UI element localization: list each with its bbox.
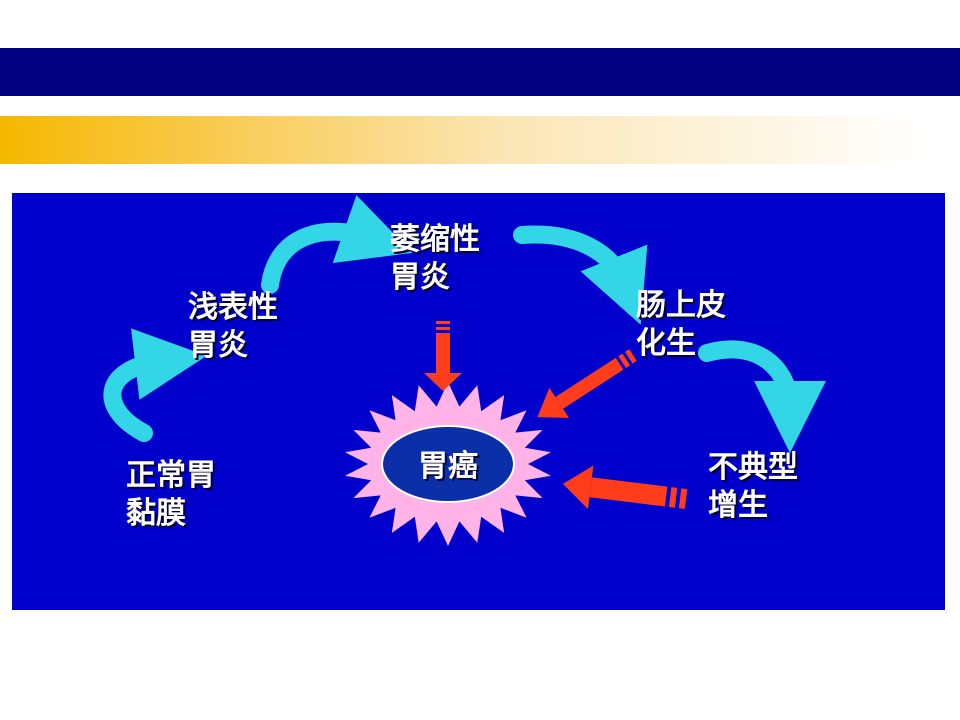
- stage-atrophic-line2: 胃炎: [390, 260, 450, 295]
- arrow-atrophic-to-cancer: [424, 321, 462, 391]
- stage-dysplasia-line1: 不典型: [708, 450, 798, 485]
- arrow-atrophic-to-metaplasia: [513, 225, 648, 325]
- stage-atypical-hyperplasia: 不典型 增生: [708, 449, 798, 525]
- stage-metaplasia-line1: 肠上皮: [636, 288, 726, 323]
- gastric-cancer-label: 胃癌: [418, 449, 478, 484]
- stage-normal-mucosa: 正常胃 黏膜: [126, 457, 216, 533]
- arrow-dysplasia-to-cancer: [562, 465, 688, 510]
- arrow-normal-to-superficial: [103, 328, 207, 442]
- cancer-ellipse: [381, 425, 515, 503]
- arrow-metaplasia-to-dysplasia: [698, 340, 826, 453]
- stage-atrophic-line1: 萎缩性: [390, 222, 480, 257]
- stage-dysplasia-line2: 增生: [708, 488, 768, 523]
- slide-title-bar: [0, 48, 960, 96]
- stage-normal-line1: 正常胃: [126, 458, 216, 493]
- stage-metaplasia-line2: 化生: [636, 326, 696, 361]
- stage-superficial-line1: 浅表性: [188, 290, 278, 325]
- stage-normal-line2: 黏膜: [126, 496, 186, 531]
- arrow-superficial-to-atrophic: [261, 195, 413, 294]
- progression-diagram: 正常胃 黏膜 浅表性 胃炎 萎缩性 胃炎 肠上皮 化生 不典型 增生 胃癌: [12, 193, 945, 610]
- slide-accent-bar: [0, 116, 920, 164]
- arrow-metaplasia-to-cancer: [537, 349, 637, 419]
- stage-superficial-line2: 胃炎: [188, 328, 248, 363]
- diagram-graphics: [103, 195, 826, 546]
- stage-superficial-gastritis: 浅表性 胃炎: [188, 289, 278, 365]
- stage-atrophic-gastritis: 萎缩性 胃炎: [390, 221, 480, 297]
- stage-intestinal-metaplasia: 肠上皮 化生: [636, 287, 726, 363]
